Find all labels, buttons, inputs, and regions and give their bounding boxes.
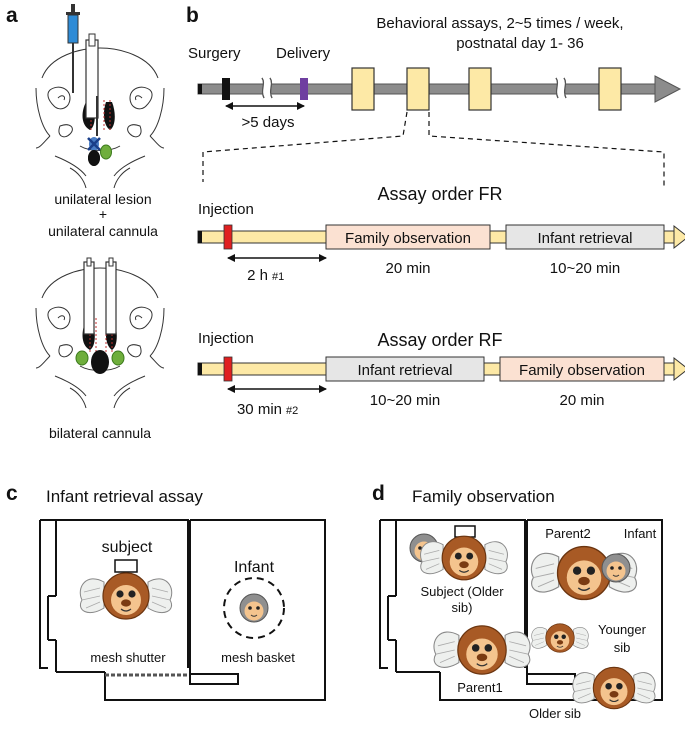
delivery-marker	[300, 78, 308, 100]
subject-collar-icon-d	[454, 525, 476, 538]
rf-box-retrieval-label: Infant retrieval	[357, 362, 452, 379]
cannula-site-right	[111, 350, 125, 366]
behavior-title-line2: postnatal day 1- 36	[456, 35, 584, 52]
fr-duration-2: 10~20 min	[550, 260, 620, 277]
zoom-line-left	[202, 111, 408, 182]
fr-box-family-label: Family observation	[345, 230, 471, 247]
fr-box-family	[325, 224, 491, 250]
rf-duration-2: 20 min	[559, 392, 604, 409]
panel-a: a	[6, 4, 165, 441]
brain-section-top	[35, 47, 165, 189]
infant-label-c: Infant	[234, 559, 275, 576]
subject-monkey-icon	[79, 572, 173, 620]
surgery-label: Surgery	[188, 45, 241, 62]
panel-c-letter: c	[6, 482, 18, 505]
older-sib-monkey-icon	[572, 666, 656, 710]
fr-delay-note: #1	[272, 271, 284, 283]
younger-sib-label-2: sib	[614, 640, 631, 655]
cannula-pair-icon	[83, 257, 117, 335]
mesh-basket	[223, 577, 285, 639]
younger-sib-monkey-icon	[531, 623, 589, 653]
caption-plus: +	[99, 206, 107, 222]
subject-label-d: Subject (Older	[420, 584, 504, 599]
cannula-site-left	[75, 350, 89, 366]
caption-unilateral-lesion: unilateral lesion	[54, 191, 151, 207]
rf-box-retrieval	[325, 356, 485, 382]
fr-injection-label: Injection	[198, 201, 254, 218]
infant-monkey-icon	[239, 593, 269, 623]
rf-duration-1: 10~20 min	[370, 392, 440, 409]
fr-injection-marker	[223, 224, 233, 250]
cannula-guide-icon	[85, 33, 99, 136]
parent1-monkey-icon	[433, 625, 531, 675]
rf-box-family-label: Family observation	[519, 362, 645, 379]
rf-delay-label: 30 min	[237, 401, 282, 418]
cannula-site	[100, 144, 112, 160]
order-rf-title: Assay order RF	[377, 330, 502, 350]
behavior-title-line1: Behavioral assays, 2~5 times / week,	[376, 15, 623, 32]
assay-session-4	[598, 67, 622, 111]
panel-d: d Family observation Subject (Older sib)…	[372, 482, 663, 721]
fr-box-retrieval	[505, 224, 665, 250]
caption-unilateral-cannula: unilateral cannula	[48, 223, 158, 239]
panel-b: b Behavioral assays, 2~5 times / week, p…	[186, 4, 685, 418]
older-sib-label: Older sib	[529, 706, 581, 721]
panel-d-title: Family observation	[412, 487, 555, 506]
gap-label: >5 days	[242, 114, 295, 131]
assay-session-1	[351, 67, 375, 111]
infant-monkey-icon-d	[601, 553, 631, 583]
subject-label-c: subject	[102, 539, 153, 556]
syringe-icon	[66, 4, 80, 93]
subject-collar-icon	[114, 559, 138, 573]
panel-c: c Infant retrieval assay subject Infant …	[6, 482, 326, 701]
fr-box-retrieval-label: Infant retrieval	[537, 230, 632, 247]
panel-c-title: Infant retrieval assay	[46, 487, 203, 506]
lesion-cross-icon	[87, 137, 101, 151]
caption-bilateral-cannula: bilateral cannula	[49, 425, 151, 441]
parent2-label: Parent2	[545, 526, 591, 541]
lesion-right	[103, 102, 115, 130]
mesh-basket-label: mesh basket	[221, 650, 295, 665]
zoom-line-right	[428, 112, 665, 188]
parent1-label: Parent1	[457, 680, 503, 695]
infant-label-d: Infant	[624, 526, 657, 541]
subject-label-d-2: sib)	[452, 600, 473, 615]
rf-box-family	[499, 356, 665, 382]
main-timeline-arrowhead	[654, 75, 682, 103]
rf-injection-label: Injection	[198, 330, 254, 347]
brain-section-bottom	[35, 267, 165, 409]
mesh-shutter-label: mesh shutter	[90, 650, 166, 665]
subject-monkey-icon-d	[419, 535, 509, 581]
panel-d-letter: d	[372, 482, 385, 505]
rf-delay-note: #2	[286, 405, 298, 417]
panel-b-letter: b	[186, 4, 199, 27]
order-fr-title: Assay order FR	[377, 184, 502, 204]
assay-session-2	[406, 67, 430, 111]
fr-delay-label: 2 h	[247, 267, 268, 284]
panel-a-letter: a	[6, 4, 18, 27]
surgery-marker	[222, 78, 230, 100]
fr-duration-1: 20 min	[385, 260, 430, 277]
rf-injection-marker	[223, 356, 233, 382]
retrieval-cage-outline	[39, 519, 326, 701]
assay-session-3	[468, 67, 492, 111]
younger-sib-label: Younger	[598, 622, 647, 637]
delivery-label: Delivery	[276, 45, 331, 62]
